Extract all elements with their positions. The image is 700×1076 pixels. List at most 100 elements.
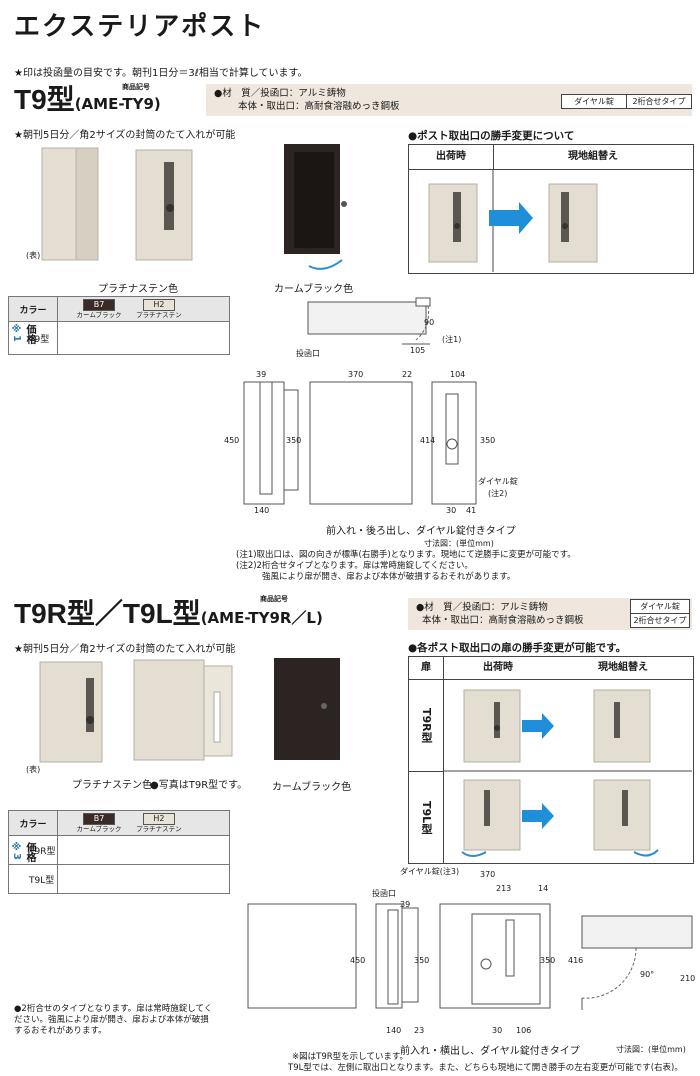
t9r-price-mark: ※3 [11,842,22,860]
t9r-dim-slot: 投函口 [372,889,396,898]
t9r-price-label: 価格※3 [11,842,37,864]
t9-side-box [135,149,193,261]
t9r-change-arrow-icon-1 [522,713,554,739]
t9r-dim-450: 450 [350,956,366,965]
t9r-change-arrow-icon-2 [522,803,554,829]
t9-dim-note2: (注2) [488,489,508,498]
t9-dim-140: 140 [254,506,270,515]
t9r-open-box [133,659,233,761]
t9r-swatch-b7-name: カームブラック [76,824,122,833]
t9-price-text: 価格 [24,324,35,344]
t9-lock-digits: 2桁合せタイプ [626,94,692,109]
capacity-note: ★印は投函量の目安です。朝刊1日分＝3ℓ相当で計算しています。 [14,68,308,79]
t9r-spec-line1: ●材 質／投函口：アルミ鋳物 [416,602,548,613]
t9r-price-cell-r [57,835,230,865]
t9-dim-450: 450 [224,436,240,445]
t9-black-box [284,144,347,270]
t9-dim-41: 41 [466,506,477,515]
t9r-caption-calm: カームブラック色 [272,782,352,793]
t9-dim-39: 39 [256,370,267,379]
t9r-product-photos [39,658,340,763]
t9-front-box [41,147,99,261]
t9-lock-type: ダイヤル錠 [561,94,627,109]
t9r-code-label: 商品記号 [260,595,288,603]
t9r-color-table: カラー B7 カームブラック H2 プラチナステン 価格※3 T9R型 T9L型 [8,810,230,894]
t9-dim-104: 104 [450,370,466,379]
t9-dim-30: 30 [446,506,457,515]
t9r-platinum-box [39,661,103,763]
t9-model-name: T9型 [14,84,75,115]
t9r-dim-14: 14 [538,884,549,893]
t9-dim-note1: (注1) [442,335,462,344]
t9r-dimension-drawings [247,903,693,1010]
t9-dim-slot: 投函口 [296,349,320,358]
t9-swatch-h2-name: プラチナステン [136,310,182,319]
t9r-dim-106: 106 [516,1026,532,1035]
t9r-col-door: 扉 [409,657,444,680]
t9-dim-unit: 寸法図：(単位mm) [424,539,494,548]
t9r-color-header: カラー [8,810,58,836]
t9r-dim-unit: 寸法図：(単位mm) [616,1045,686,1054]
t9r-dim-350a: 350 [414,956,430,965]
t9r-dim-caption: 前入れ・横出し、ダイヤル錠付きタイプ [400,1046,580,1057]
t9-price-cell [57,321,230,355]
t9r-dim-370: 370 [480,870,496,879]
t9-dim-370: 370 [348,370,364,379]
t9-front-label: (表) [26,251,41,260]
t9r-dim-140: 140 [386,1026,402,1035]
t9r-change-heading: ●各ポスト取出口の扉の勝手変更が可能です。 [408,642,627,654]
t9-spec-line1: ●材 質／投函口：アルミ鋳物 [214,88,346,99]
t9-top-view-drawing [307,297,431,345]
t9r-swatch-h2: H2 [142,812,175,825]
t9r-dim-213: 213 [496,884,512,893]
t9r-price-row-r: T9R型 [29,847,56,857]
t9-col-ship: 出荷時 [409,145,494,170]
t9r-dim-90: 90° [640,970,655,979]
t9r-price-cell-l [57,864,230,894]
t9r-model-heading: T9R型／T9L型(AME-TY9R／L) 商品記号 [14,592,424,632]
t9-dim-dial: ダイヤル錠 [478,477,518,486]
t9-product-photos [41,144,347,270]
t9r-model-code: (AME-TY9R／L) [200,609,323,627]
t9r-price-row-l: T9L型 [29,876,55,886]
t9r-spec-line2: 本体・取出口：高耐食溶融めっき鋼板 [422,615,584,626]
t9r-dim-210: 210 [680,974,696,983]
t9-swatch-h2: H2 [142,298,175,311]
t9-color-table: カラー B7 カームブラック H2 プラチナステン 価格※1 T9型 [8,296,230,355]
t9-feature: ★朝刊5日分／角2サイズの封筒のたて入れが可能 [14,130,236,141]
t9r-caption-platinum: プラチナステン色 [72,780,152,791]
t9r-dim-30: 30 [492,1026,503,1035]
t9-swatch-b7-name: カームブラック [76,310,122,319]
t9r-row-r: T9R型 [409,679,444,772]
t9r-lock-type: ダイヤル錠 [630,599,690,614]
t9r-model-name: T9R型／T9L型 [14,598,201,629]
t9-footnote-2: (注2)2桁合せタイプとなります。扉は常時施錠してください。 [236,561,473,571]
t9-dim-414: 414 [420,436,436,445]
t9-change-box: 出荷時 現地組替え [408,144,694,274]
t9-price-row-model: T9型 [29,335,50,345]
t9-dim-22: 22 [402,370,413,379]
t9-model-heading: T9型(AME-TY9) 商品記号 [14,78,214,118]
t9r-price-text: 価格 [24,842,35,862]
t9r-dim-416: 416 [568,956,584,965]
t9r-swatch-h2-name: プラチナステン [136,824,182,833]
t9r-footnote-2: T9L型では、左側に取出口となります。また、どちらも現地にて開き勝手の左右変更が… [288,1063,683,1073]
t9r-change-box: 扉 出荷時 現地組替え T9R型 T9L型 [408,656,694,864]
t9-price-mark: ※1 [11,324,22,342]
t9-caption-calm: カームブラック色 [274,284,354,295]
t9r-lock-digits: 2桁合せタイプ [630,613,690,628]
t9r-dim-350b: 350 [540,956,556,965]
t9r-side-note: ●2桁合せのタイプとなります。扉は常時施錠してください。強風により扉が開き、扉お… [14,1004,213,1036]
t9r-feature: ★朝刊5日分／角2サイズの封筒のたて入れが可能 [14,644,236,655]
t9r-caption-photo: ●写真はT9R型です。 [150,780,248,791]
t9-dim-105: 105 [410,346,426,355]
t9-dim-350a: 350 [286,436,302,445]
t9-spec-bar: ●材 質／投函口：アルミ鋳物 本体・取出口：高耐食溶融めっき鋼板 ダイヤル錠 2… [206,84,692,116]
t9r-row-l: T9L型 [409,772,444,863]
t9-model-code: (AME-TY9) [74,95,161,113]
t9-dim-90: 90 [424,318,435,327]
t9r-swatch-b7: B7 [83,812,115,825]
t9-col-site: 現地組替え [493,145,693,170]
t9r-black-box [274,658,340,760]
t9-spec-line2: 本体・取出口：高耐食溶融めっき鋼板 [238,101,400,112]
